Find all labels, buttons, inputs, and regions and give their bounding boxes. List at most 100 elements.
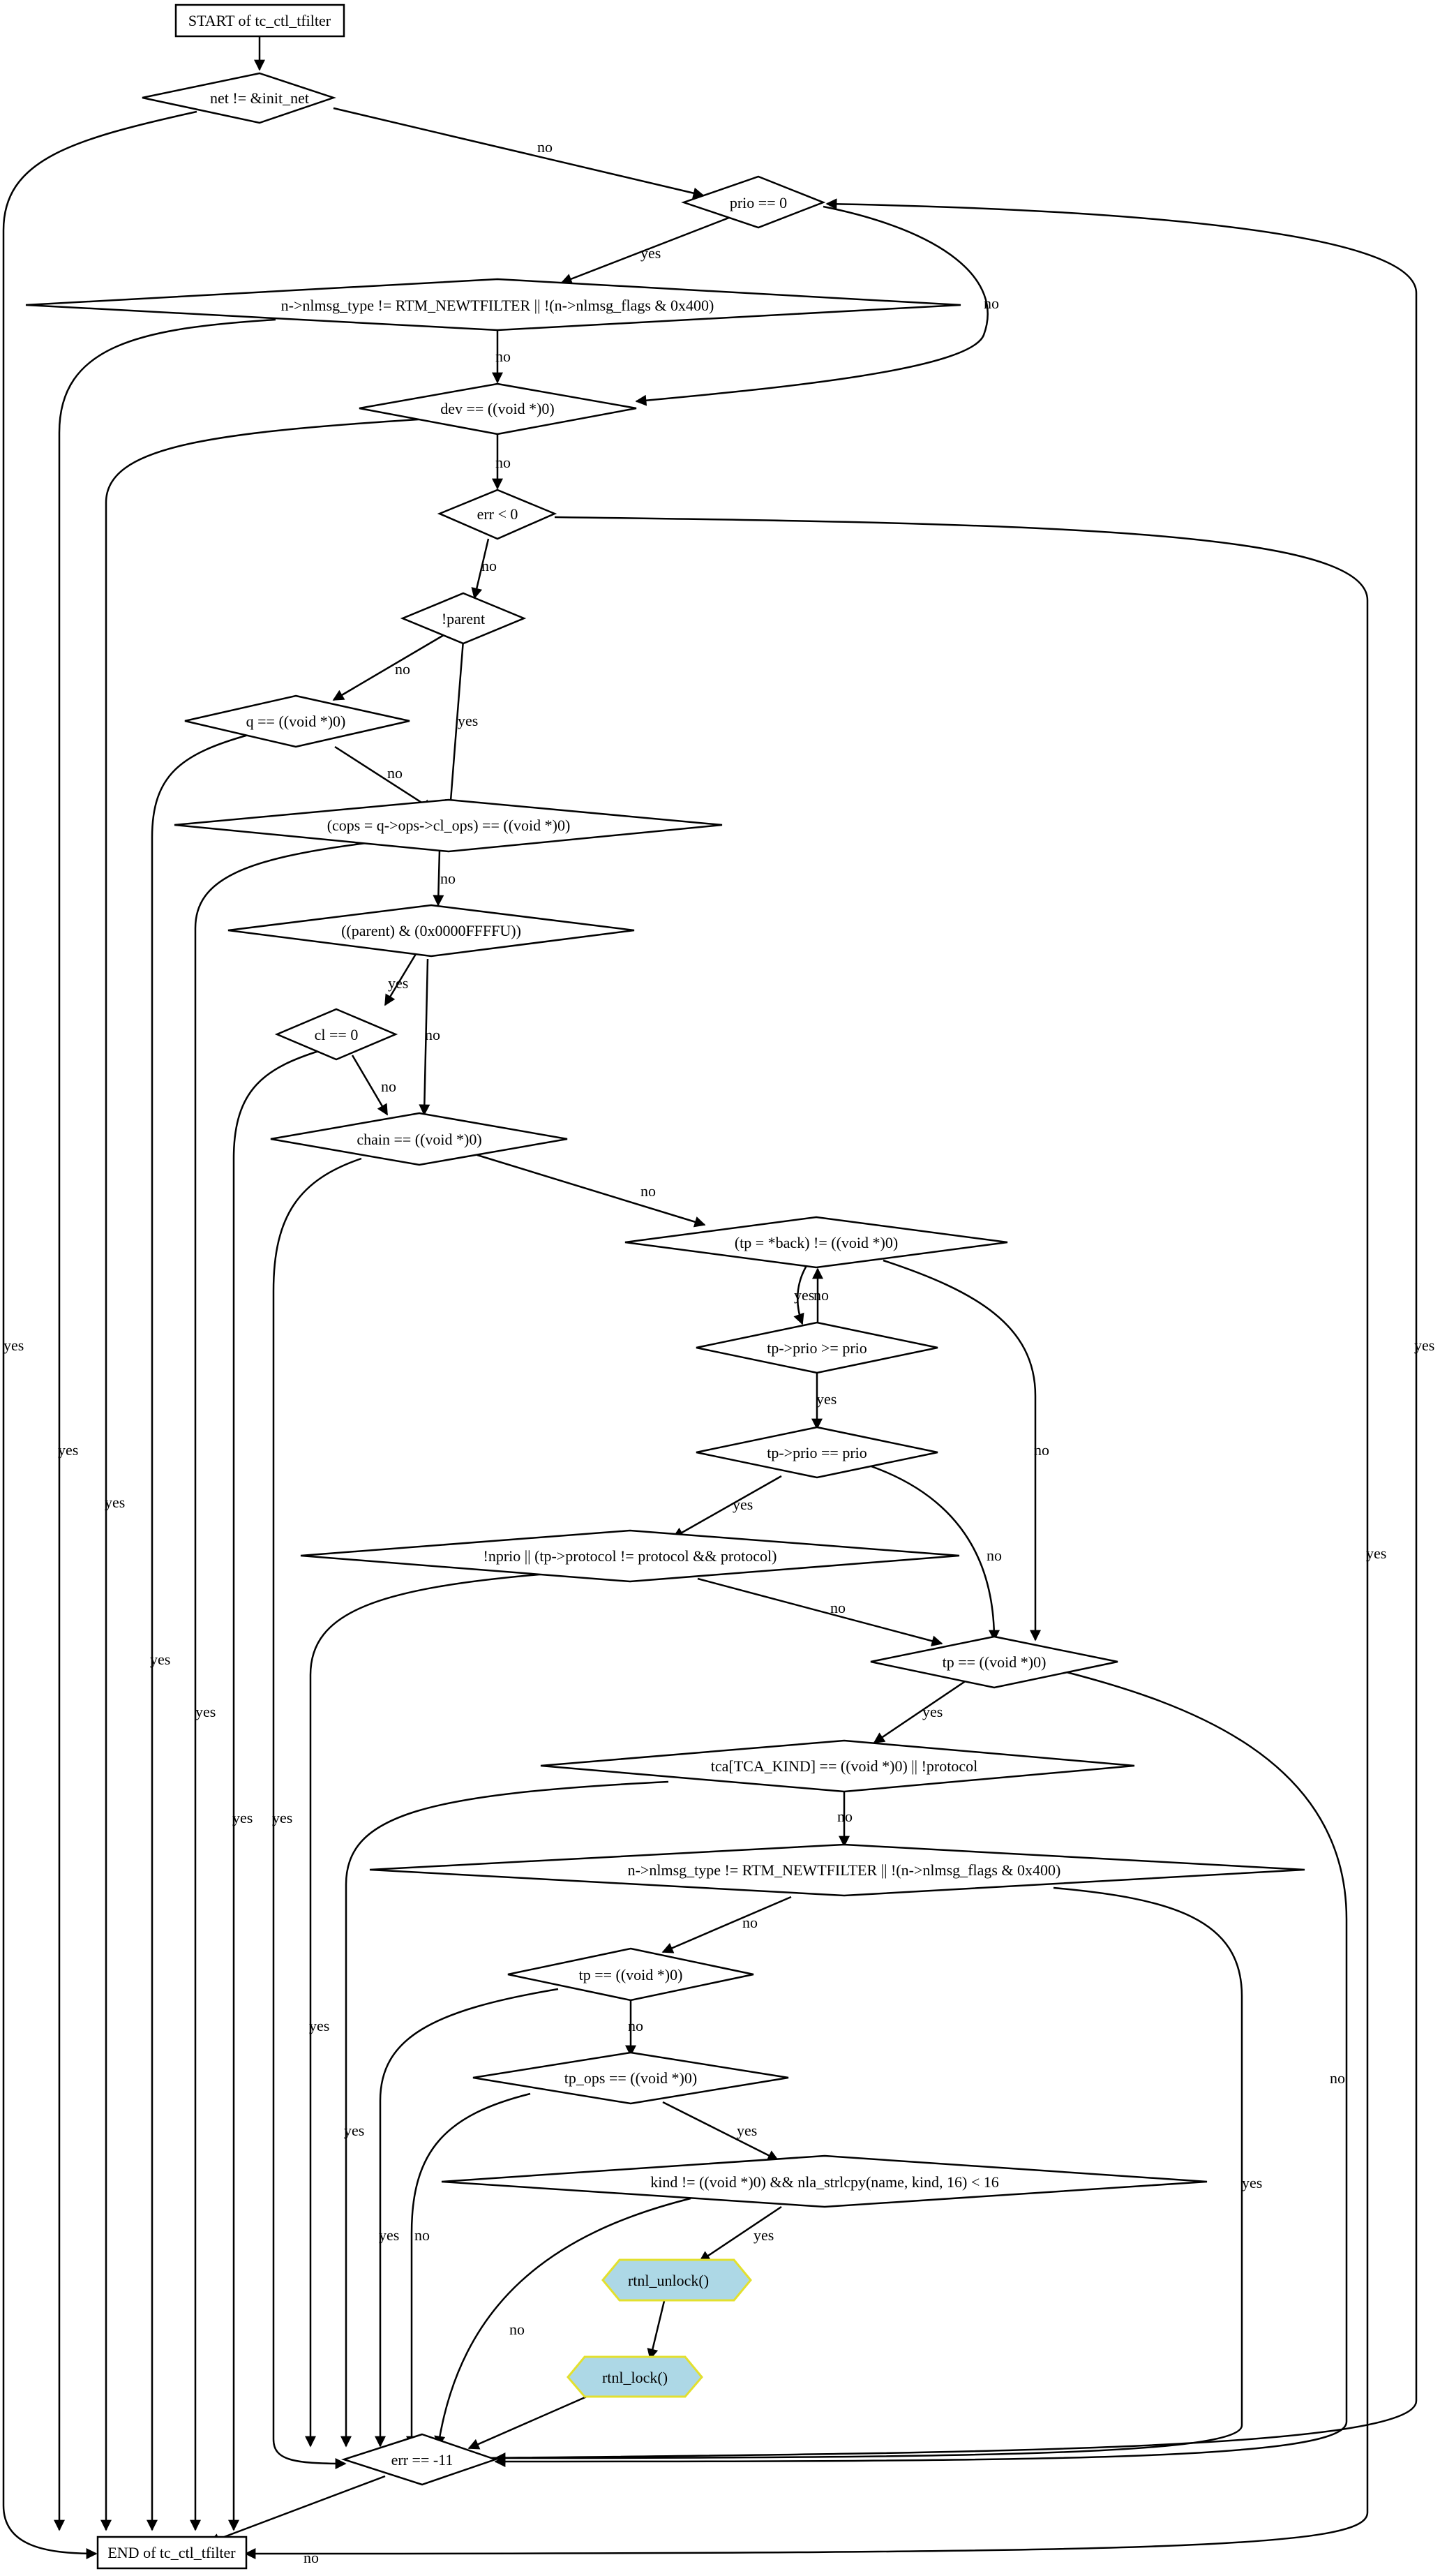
edge-parent-q-no [332,634,444,701]
edge-tcakind-errset-yes [340,1780,669,2448]
node-tpops-label: tp_ops == ((void *)0) [564,2069,697,2087]
edge-tpops-kind-yes [662,2101,779,2161]
label-parent-q-no: no [395,660,410,678]
edge-nlmsg1-end-yes [54,318,276,2531]
node-tpnull1: tp == ((void *)0) [870,1635,1118,1689]
edge-kind-errset-no [434,2197,691,2448]
edge-tpprio_eq-nprio-yes [672,1475,782,1539]
node-errset-label: err == -11 [391,2451,453,2469]
edge-q-end-yes [147,734,249,2531]
label-q-end-yes: yes [150,1651,170,1668]
label-tpnull2-errset-yes: yes [379,2226,399,2244]
node-nlmsg1-label: n->nlmsg_type != RTM_NEWTFILTER || !(n->… [281,297,714,314]
node-end: END of tc_ctl_tfilter [96,2536,248,2570]
label-tpprio_ge-tpback-no: no [813,1286,829,1304]
label-errset-prio-yes: yes [1414,1337,1434,1354]
edge-errset-prio-yes [481,198,1418,2459]
edge-chain-errset-yes [272,1157,362,2469]
node-nlmsg2: n->nlmsg_type != RTM_NEWTFILTER || !(n->… [369,1843,1305,1897]
label-parentmask-cl-yes: yes [388,974,408,992]
node-tpops: tp_ops == ((void *)0) [472,2051,789,2105]
label-err-end-yes: yes [1366,1544,1386,1562]
label-tpops-errset-no: no [414,2226,430,2244]
label-tpnull1-tcakind-yes: yes [922,1703,943,1720]
edge-cops-end-yes [190,842,367,2531]
node-parent-label: !parent [442,610,485,627]
node-start: START of tc_ctl_tfilter [174,3,345,38]
node-chain: chain == ((void *)0) [270,1112,568,1166]
node-kind-label: kind != ((void *)0) && nla_strlcpy(name,… [650,2173,999,2191]
node-net-label: net != &init_net [210,89,309,107]
label-tpops-kind-yes: yes [737,2122,757,2139]
label-tpprio_ge-tpprio_eq-yes: yes [816,1390,837,1408]
label-tcakind-errset-yes: yes [344,2122,364,2139]
node-tcakind: tca[TCA_KIND] == ((void *)0) || !protoco… [540,1739,1135,1793]
edge-nprio-tpnull1-no [697,1577,943,1647]
edge-parentmask-chain-no [419,958,430,1116]
label-cops-end-yes: yes [195,1703,216,1720]
label-chain-tpback-no: no [640,1182,656,1200]
label-tpprio_eq-tpnull1-no: no [987,1547,1002,1564]
node-parentmask: ((parent) & (0x0000FFFFU)) [227,904,635,958]
node-dev: dev == ((void *)0) [359,382,637,435]
node-chain-label: chain == ((void *)0) [357,1131,481,1148]
node-nlmsg2-label: n->nlmsg_type != RTM_NEWTFILTER || !(n->… [628,1861,1061,1879]
label-tpnull2-tpops-no: no [628,2017,643,2034]
label-prio-dev-no: no [984,295,999,312]
nodes: START of tc_ctl_tfilter net != &init_net… [25,3,1305,2570]
node-dev-label: dev == ((void *)0) [440,400,555,417]
edge-nlmsg2-errset-yes [494,1886,1243,2464]
label-dev-end-yes: yes [105,1494,125,1511]
label-parentmask-chain-no: no [425,1026,440,1043]
edge-net-end-yes [2,110,197,2559]
label-net-prio-no: no [537,138,553,156]
label-kind-unlock-yes: yes [753,2226,774,2244]
label-tpback-tpprio_ge-yes: yes [794,1286,814,1304]
label-errset-end-no: no [303,2549,319,2566]
node-tpnull1-label: tp == ((void *)0) [943,1653,1047,1671]
node-unlock-label: rtnl_unlock() [628,2272,709,2289]
label-err-parent-no: no [481,557,497,574]
edge-cops-parentmask-no [433,849,444,907]
node-tpback-label: (tp = *back) != ((void *)0) [735,1234,898,1251]
edge-parentmask-cl-yes [384,953,417,1006]
label-prio-nlmsg1-yes: yes [640,244,661,262]
label-nlmsg1-dev-no: no [495,348,511,365]
node-cl: cl == 0 [274,1008,398,1061]
label-tpprio_eq-nprio-yes: yes [733,1496,753,1513]
edges [2,36,1418,2559]
edge-parent-cops-yes [445,639,465,811]
node-nprio-label: !nprio || (tp->protocol != protocol && p… [483,1547,777,1565]
label-nlmsg1-end-yes: yes [58,1441,78,1459]
node-err-label: err < 0 [477,505,518,523]
edge-q-cops-no [334,745,434,811]
node-lock-label: rtnl_lock() [602,2369,668,2386]
edge-cl-chain-no [351,1055,389,1116]
edge-err-end-yes [244,516,1369,2559]
node-unlock: rtnl_unlock() [601,2258,752,2302]
edge-nprio-errset-yes [305,1572,548,2448]
label-tpnull1-errset-no: no [1330,2069,1345,2087]
node-tpprio_eq-label: tp->prio == prio [767,1444,867,1461]
label-parent-cops-yes: yes [458,712,478,729]
edge-nlmsg2-tpnull2-no [661,1896,792,1953]
node-tpprio_eq: tp->prio == prio [696,1426,938,1479]
edge-kind-unlock-yes [698,2205,782,2263]
node-kind: kind != ((void *)0) && nla_strlcpy(name,… [441,2154,1208,2208]
edge-dev-end-yes [100,418,419,2531]
edge-tpback-tpprio_ge-yes [793,1264,809,1325]
label-q-cops-no: no [387,764,403,782]
node-parentmask-label: ((parent) & (0x0000FFFFU)) [341,922,521,939]
node-errset: err == -11 [340,2433,498,2486]
node-tcakind-label: tca[TCA_KIND] == ((void *)0) || !protoco… [711,1757,977,1775]
edge-prio-nlmsg1-yes [560,215,733,285]
label-dev-err-no: no [495,454,511,471]
node-nprio: !nprio || (tp->protocol != protocol && p… [300,1529,960,1583]
node-q-label: q == ((void *)0) [246,713,346,730]
edge-cl-end-yes [228,1049,322,2531]
label-nprio-errset-yes: yes [309,2017,329,2034]
node-end-label: END of tc_ctl_tfilter [107,2544,236,2561]
label-tpback-tpnull1-no: no [1034,1441,1049,1459]
edge-errset-end-no [208,2475,386,2545]
